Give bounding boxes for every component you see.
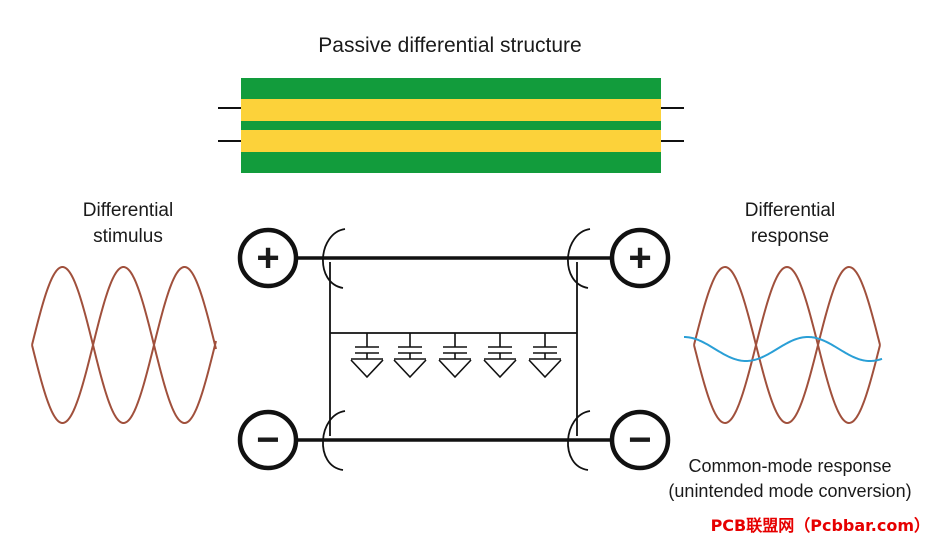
pcb-structure <box>218 78 684 173</box>
response-waveforms <box>683 265 883 425</box>
terminal-top-left-sign: + <box>256 236 279 280</box>
structure-layer-green-top <box>241 78 661 99</box>
terminal-bottom-left: − <box>237 409 299 471</box>
common-mode-label-line2: (unintended mode conversion) <box>668 481 911 501</box>
response-wave-negative <box>693 265 881 424</box>
capacitor-ground-icon <box>350 333 384 379</box>
watermark-text: PCB联盟网（Pcbbar.com） <box>711 516 930 535</box>
minus-circle-icon <box>237 409 299 471</box>
terminal-top-right-sign: + <box>628 236 651 280</box>
plus-circle-icon <box>237 227 299 289</box>
diagram-title: Passive differential structure <box>318 34 581 57</box>
common-mode-wave <box>683 335 883 363</box>
stimulus-wave-negative <box>31 266 217 424</box>
coupling-bracket-icon <box>322 410 346 471</box>
common-mode-label-line1: Common-mode response <box>688 456 891 476</box>
circuit-model <box>298 228 612 471</box>
coupling-bracket-icon <box>322 228 346 289</box>
response-label-line1: Differential <box>745 200 835 221</box>
terminal-top-left: + <box>237 227 299 289</box>
terminal-bottom-left-sign: − <box>256 418 279 462</box>
terminal-bottom-right-sign: − <box>628 418 651 462</box>
response-label-line2: response <box>751 226 829 247</box>
stimulus-wave-positive <box>31 266 217 424</box>
capacitor-ground-icon <box>483 333 517 379</box>
terminal-bottom-right: − <box>609 409 671 471</box>
structure-layer-green-bottom <box>241 152 661 173</box>
structure-layer-green-middle <box>241 121 661 130</box>
terminal-top-right: + <box>609 227 671 289</box>
stimulus-waveforms <box>31 266 217 424</box>
structure-layer-yellow-top <box>241 99 661 121</box>
capacitor-ground-icon <box>528 333 562 379</box>
capacitor-ground-icon <box>393 333 427 379</box>
structure-layer-yellow-bottom <box>241 130 661 152</box>
plus-circle-icon <box>609 227 671 289</box>
stimulus-label-line2: stimulus <box>93 226 163 247</box>
stimulus-label-line1: Differential <box>83 200 173 221</box>
minus-circle-icon <box>609 409 671 471</box>
coupling-bracket-icon <box>567 410 591 471</box>
response-wave-positive <box>693 266 881 425</box>
capacitor-ground-icon <box>438 333 472 379</box>
coupling-bracket-icon <box>567 228 591 289</box>
